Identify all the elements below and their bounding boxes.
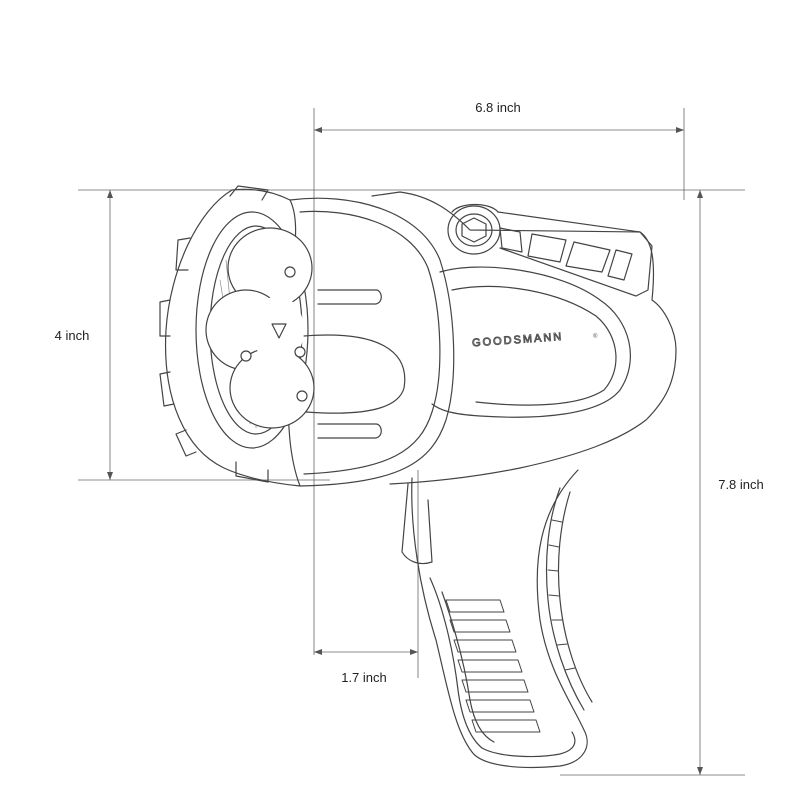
led-screw-1 (284, 266, 296, 278)
head-collar (289, 197, 455, 487)
front-bezel (159, 185, 301, 487)
registered-mark: ® (593, 333, 598, 340)
bezel-notch-2 (175, 237, 191, 271)
grip-ridge-notches (547, 519, 576, 671)
led-screw-3 (294, 346, 306, 358)
vent-4 (607, 249, 633, 281)
brand-logo-text: GOODSMANN (472, 331, 564, 349)
main-body (371, 191, 677, 485)
bezel-notch-6 (235, 461, 269, 483)
bezel-notch-3 (159, 299, 171, 337)
collar-slot-2 (317, 423, 382, 439)
lens-ring-outer (195, 211, 309, 449)
collar-slot-1 (317, 289, 382, 305)
led-center-marker (271, 323, 287, 339)
vent-1 (499, 227, 523, 253)
led-screw-2 (240, 350, 252, 362)
total-height-label: 7.8 inch (718, 477, 764, 492)
top-rail (497, 211, 653, 297)
arrow-width-right (676, 127, 684, 133)
grip-offset-label: 1.7 inch (341, 670, 387, 685)
arrow-total-top (697, 190, 703, 198)
bezel-notch-4 (159, 371, 175, 407)
arrow-grip-right (410, 649, 418, 655)
bezel-notch-1 (229, 185, 269, 201)
width-label: 6.8 inch (475, 100, 521, 115)
trigger (401, 483, 433, 565)
collar-window (303, 334, 406, 414)
arrow-total-bottom (697, 767, 703, 775)
arrow-head-top (107, 190, 113, 198)
power-switch (447, 203, 501, 255)
head-height-label: 4 inch (55, 328, 90, 343)
vent-3 (565, 241, 611, 273)
vent-2 (527, 233, 567, 263)
bezel-notch-5 (175, 429, 197, 457)
spotlight-illustration (159, 185, 677, 769)
led-center-fill (252, 296, 304, 364)
led-screw-4 (296, 390, 308, 402)
dimension-lines (78, 108, 745, 776)
arrow-width-left (314, 127, 322, 133)
grip-texture (445, 599, 541, 733)
arrow-grip-left (314, 649, 322, 655)
dimension-arrows (107, 127, 703, 775)
arrow-head-bottom (107, 472, 113, 480)
led-cluster (205, 227, 315, 429)
pistol-grip (411, 469, 593, 769)
